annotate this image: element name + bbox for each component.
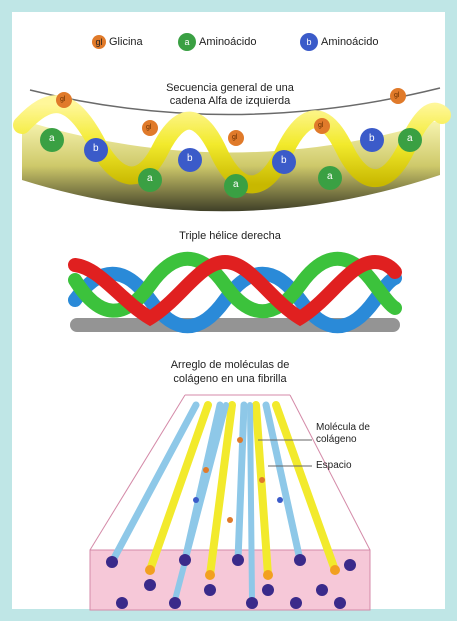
molecule-callout-line2: colágeno [316,434,370,446]
molecule-callout-line1: Molécula de [316,422,370,434]
space-callout: Espacio [316,460,352,471]
collagen-rod [238,405,244,560]
molecule-callout: Molécula de colágeno [316,422,370,446]
collagen-rod [250,405,252,600]
